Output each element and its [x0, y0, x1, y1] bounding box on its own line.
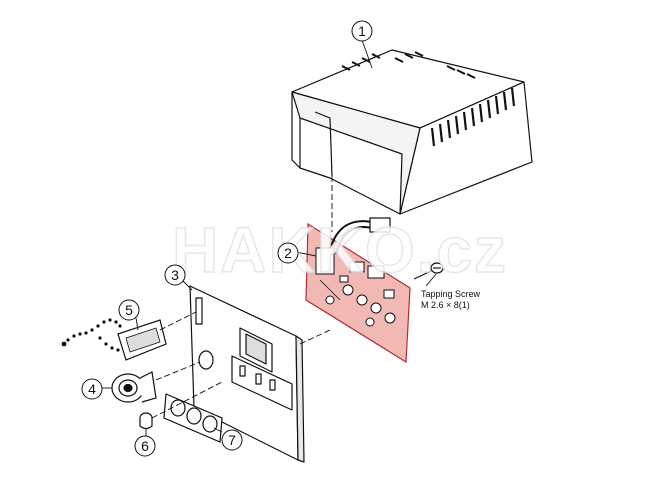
callout-leaders	[102, 39, 437, 436]
part-4-socket	[111, 371, 157, 403]
callout-4: 4	[81, 378, 103, 400]
callout-2: 2	[277, 242, 299, 264]
svg-text:1: 1	[358, 23, 366, 39]
watermark-logo: HAKKO.cz	[172, 214, 508, 286]
part-2-circuit-board	[305, 217, 411, 364]
svg-text:7: 7	[228, 432, 236, 448]
assembly-lines	[151, 176, 333, 419]
callout-6: 6	[134, 435, 156, 457]
callout-3: 3	[164, 264, 186, 286]
part-5-cap-with-chain	[61, 318, 167, 361]
part-7-button-plate	[163, 393, 223, 443]
callout-5: 5	[118, 299, 140, 321]
cover-side-vents	[430, 87, 516, 147]
part-1-cover	[291, 49, 533, 215]
svg-text:2: 2	[284, 245, 292, 261]
callout-7: 7	[221, 429, 243, 451]
svg-text:3: 3	[171, 267, 179, 283]
tapping-screw	[413, 262, 444, 280]
cover-vent-slots	[341, 51, 476, 79]
svg-text:5: 5	[125, 302, 133, 318]
screw-note-line1: Tapping Screw	[421, 289, 481, 299]
screw-note-line2: M 2.6 × 8(1)	[421, 300, 470, 310]
svg-text:6: 6	[141, 438, 149, 454]
bead-chain	[61, 318, 122, 352]
svg-text:4: 4	[88, 381, 96, 397]
callout-1: 1	[351, 20, 373, 42]
part-6-plug	[139, 412, 153, 430]
